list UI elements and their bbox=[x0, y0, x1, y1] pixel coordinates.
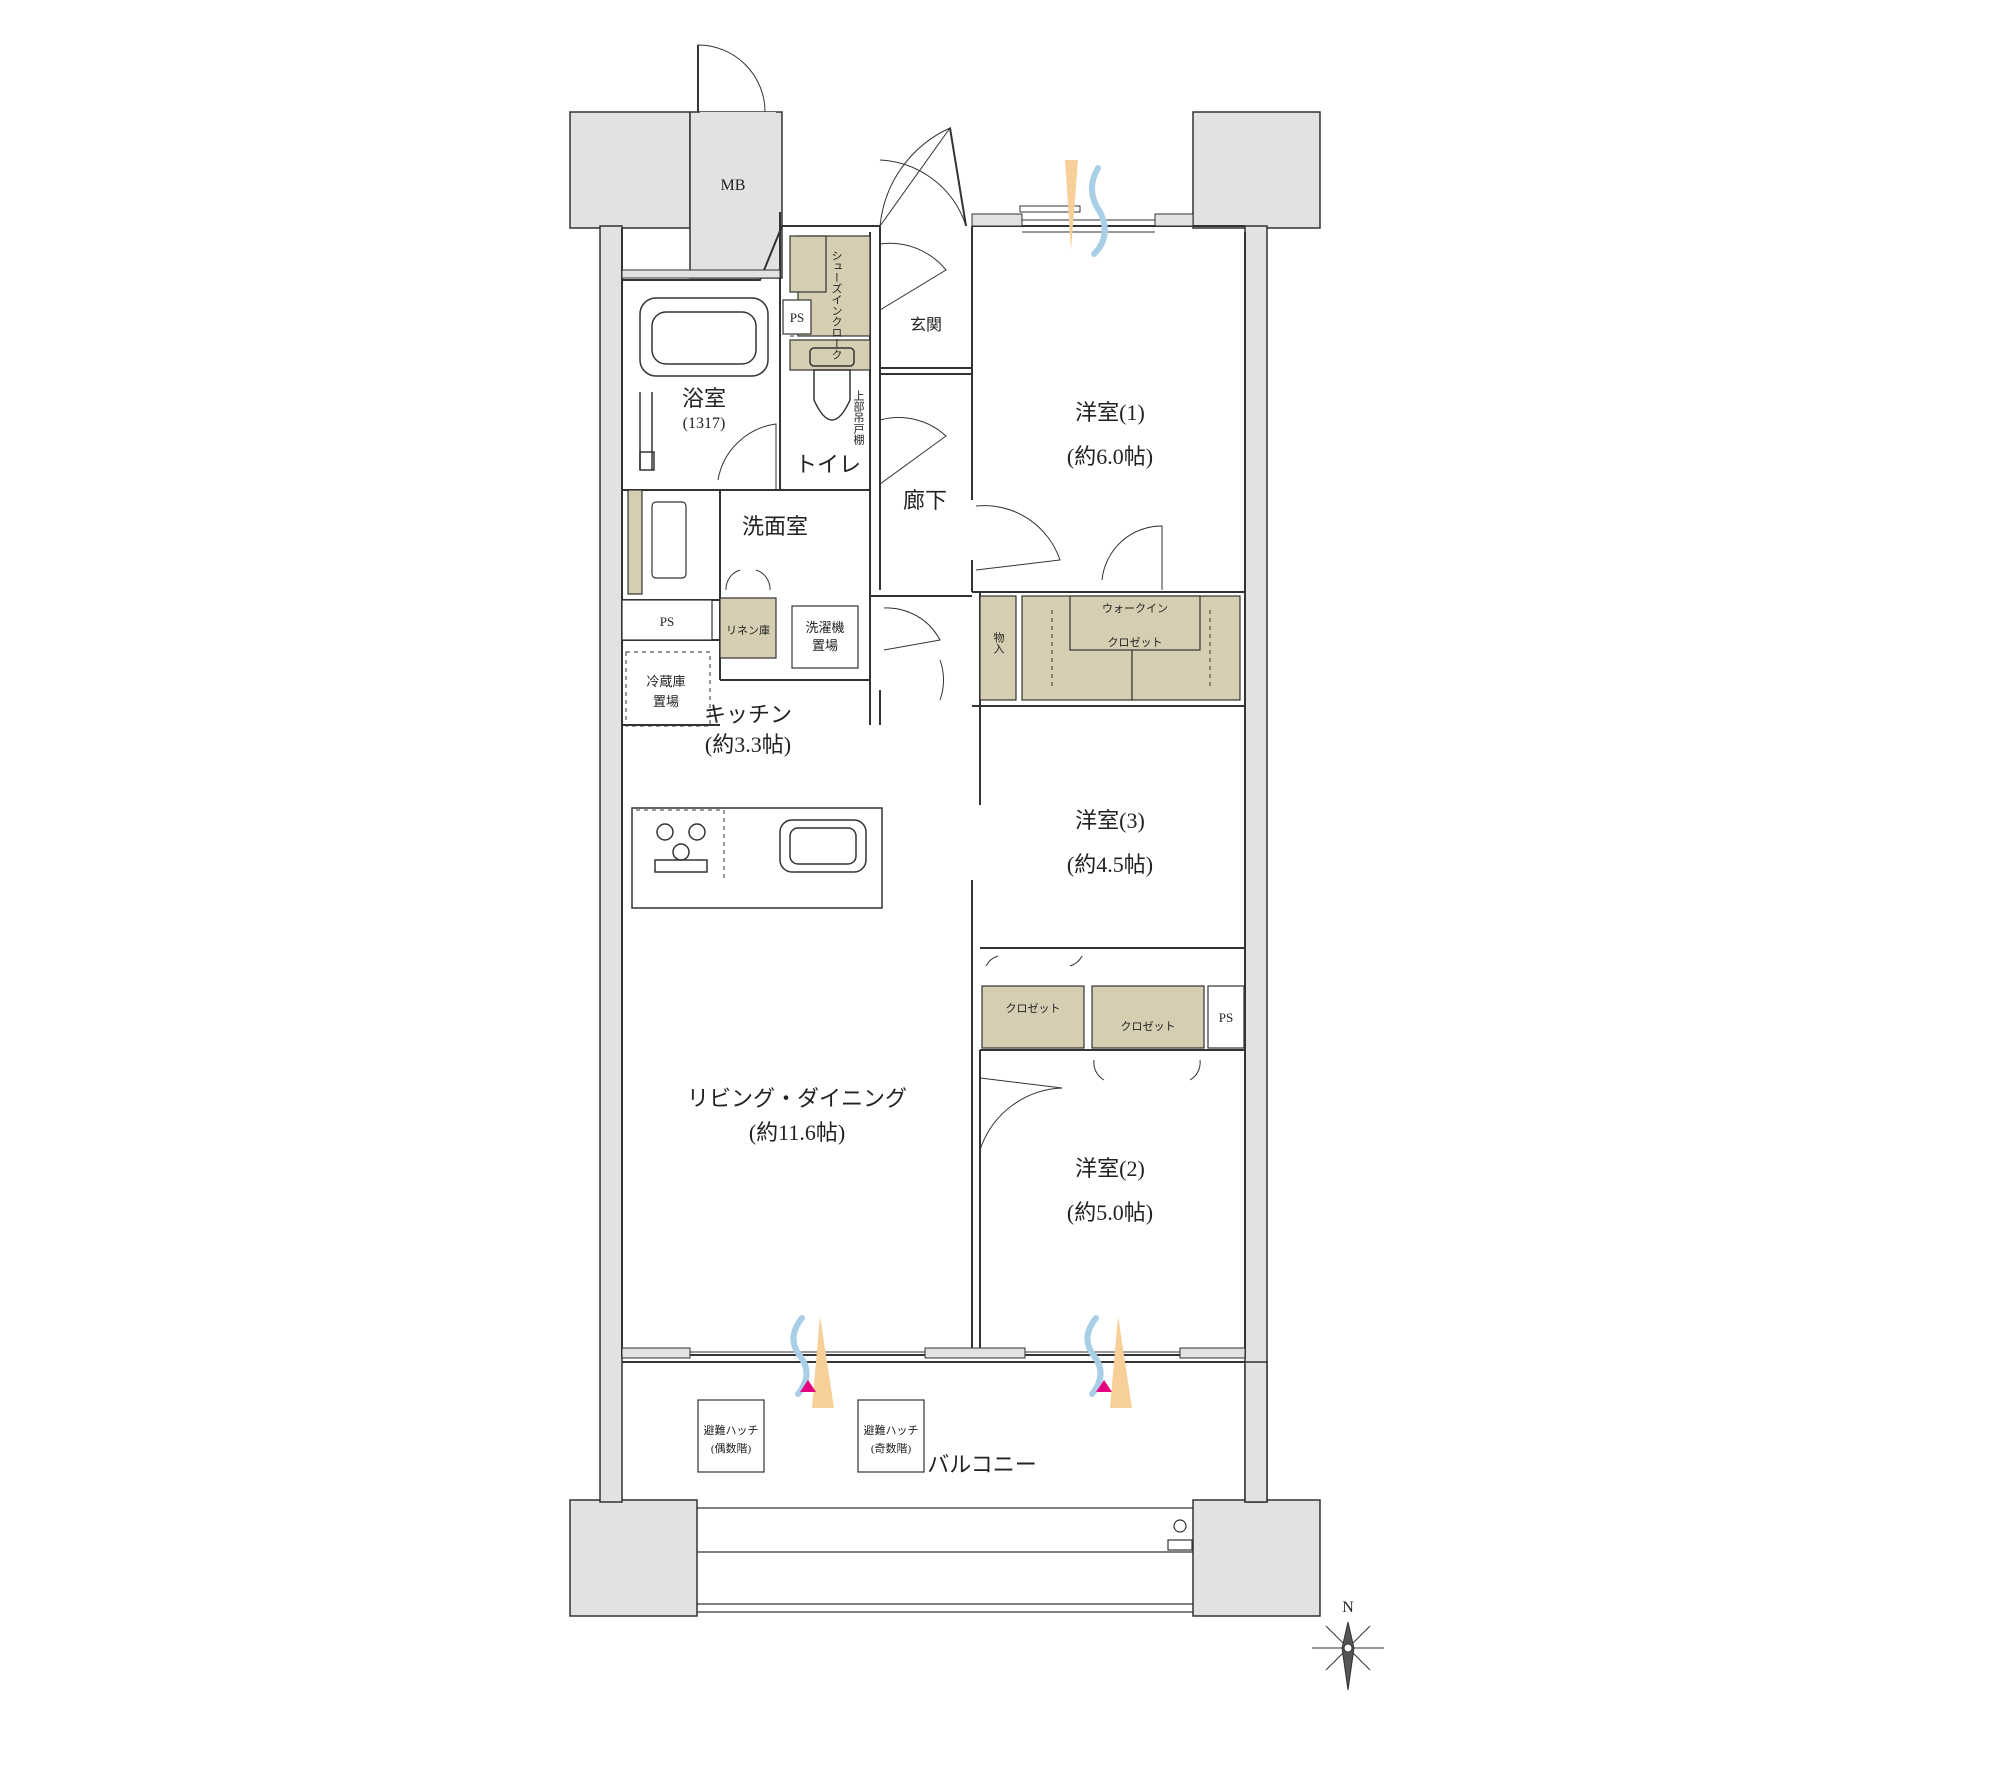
western2-size-label: (約5.0帖) bbox=[1067, 1200, 1153, 1225]
ps-mid-label: PS bbox=[660, 614, 674, 629]
kitchen-label: キッチン bbox=[704, 702, 792, 727]
washroom-label: 洗面室 bbox=[742, 514, 808, 539]
shoes-in-cloak-label: シューズインクローク bbox=[830, 250, 842, 360]
ps-right-label: PS bbox=[1219, 1010, 1233, 1025]
toilet-label: トイレ bbox=[795, 452, 861, 477]
storage-fills bbox=[627, 235, 1241, 1049]
wall-right-balcony bbox=[1244, 1361, 1268, 1503]
wall-left bbox=[599, 225, 623, 1503]
kitchen-size-label: (約3.3帖) bbox=[705, 732, 791, 757]
hatch-even-box bbox=[697, 1399, 765, 1473]
airflow-icon bbox=[790, 1315, 810, 1397]
washbasin bbox=[651, 501, 687, 579]
doors bbox=[717, 126, 1201, 1151]
airflow-icon bbox=[1084, 1315, 1104, 1397]
ps-top-box bbox=[782, 299, 812, 335]
hatch-odd-label-1: 避難ハッチ bbox=[864, 1423, 919, 1437]
column-bottom-right bbox=[1192, 1499, 1321, 1617]
walkin-closet-top bbox=[1069, 595, 1201, 651]
western3-label: 洋室(3) bbox=[1075, 808, 1145, 833]
ps-boxes bbox=[621, 299, 1245, 1049]
upper-shelf-label: 上部吊戸棚 bbox=[852, 390, 865, 446]
bath-size-label: (1317) bbox=[683, 415, 726, 432]
interior-lines bbox=[621, 212, 1246, 1363]
linen-label: リネン庫 bbox=[726, 623, 770, 637]
living-size-label: (約11.6帖) bbox=[749, 1120, 845, 1145]
windows bbox=[621, 205, 1246, 1359]
column-top-left bbox=[569, 111, 691, 229]
sunlight-icon bbox=[812, 1316, 834, 1408]
compass bbox=[1312, 1621, 1384, 1691]
storage-label: 物入 bbox=[992, 631, 1005, 654]
closet-b bbox=[1091, 985, 1205, 1049]
wall-right bbox=[1244, 225, 1268, 1503]
structural-walls bbox=[569, 111, 1321, 1617]
bathtub bbox=[639, 297, 769, 471]
sunlight-icon bbox=[1110, 1316, 1132, 1408]
linen-cabinet bbox=[719, 597, 777, 659]
hallway-label: 廊下 bbox=[903, 488, 947, 513]
sunlight-icon bbox=[1065, 160, 1078, 250]
western1-size-label: (約6.0帖) bbox=[1067, 444, 1153, 469]
marker-icon bbox=[1096, 1380, 1112, 1392]
storage-closet bbox=[979, 595, 1017, 701]
washer-box bbox=[791, 605, 859, 669]
airflow-bottom-right bbox=[1084, 1315, 1132, 1408]
mb-inner bbox=[700, 112, 776, 272]
living-label: リビング・ダイニング bbox=[687, 1086, 907, 1111]
hatch-odd-label-2: (奇数階) bbox=[871, 1441, 912, 1455]
washer-label-1: 洗濯機 bbox=[805, 620, 844, 635]
walkin-label-1: ウォークイン bbox=[1102, 602, 1168, 615]
kitchen-counter bbox=[631, 807, 883, 909]
airflow-icon bbox=[1089, 165, 1108, 257]
column-top-right bbox=[1192, 111, 1321, 229]
walkin-label-2: クロゼット bbox=[1108, 636, 1163, 649]
genkan-label: 玄関 bbox=[910, 316, 942, 334]
bath-label: 浴室 bbox=[682, 386, 726, 411]
ps-right-box bbox=[1207, 985, 1245, 1049]
airflow-bottom-left bbox=[790, 1315, 834, 1408]
closet-a-label: クロゼット bbox=[1006, 1002, 1061, 1015]
hatch-even-label-2: (偶数階) bbox=[711, 1441, 752, 1455]
compass-needle-icon bbox=[1341, 1621, 1355, 1691]
closet-a bbox=[981, 985, 1085, 1049]
column-bottom-left bbox=[569, 1499, 698, 1617]
closet-b-label: クロゼット bbox=[1121, 1020, 1176, 1033]
compass-north: N bbox=[1342, 1599, 1354, 1616]
marker-icon bbox=[800, 1380, 816, 1392]
hatch-even-label-1: 避難ハッチ bbox=[704, 1423, 759, 1437]
dashed-lines bbox=[625, 335, 1211, 880]
western1-label: 洋室(1) bbox=[1075, 400, 1145, 425]
fridge-label-1: 冷蔵庫 bbox=[646, 674, 685, 689]
fridge-label-2: 置場 bbox=[653, 694, 679, 709]
mb-door bbox=[697, 44, 766, 113]
toilet-fixture bbox=[809, 347, 855, 421]
airflow-top bbox=[1065, 160, 1108, 257]
western3-size-label: (約4.5帖) bbox=[1067, 852, 1153, 877]
western2-label: 洋室(2) bbox=[1075, 1156, 1145, 1181]
ps-top-label: PS bbox=[790, 310, 804, 325]
balcony-label: バルコニー bbox=[927, 1452, 1037, 1477]
washroom-shelf bbox=[627, 489, 643, 595]
hatch-odd-box bbox=[857, 1399, 925, 1473]
washer-label-2: 置場 bbox=[812, 638, 838, 653]
mb-label: MB bbox=[721, 177, 746, 194]
ps-mid-box bbox=[621, 599, 713, 641]
balcony-structure bbox=[697, 1399, 1193, 1613]
